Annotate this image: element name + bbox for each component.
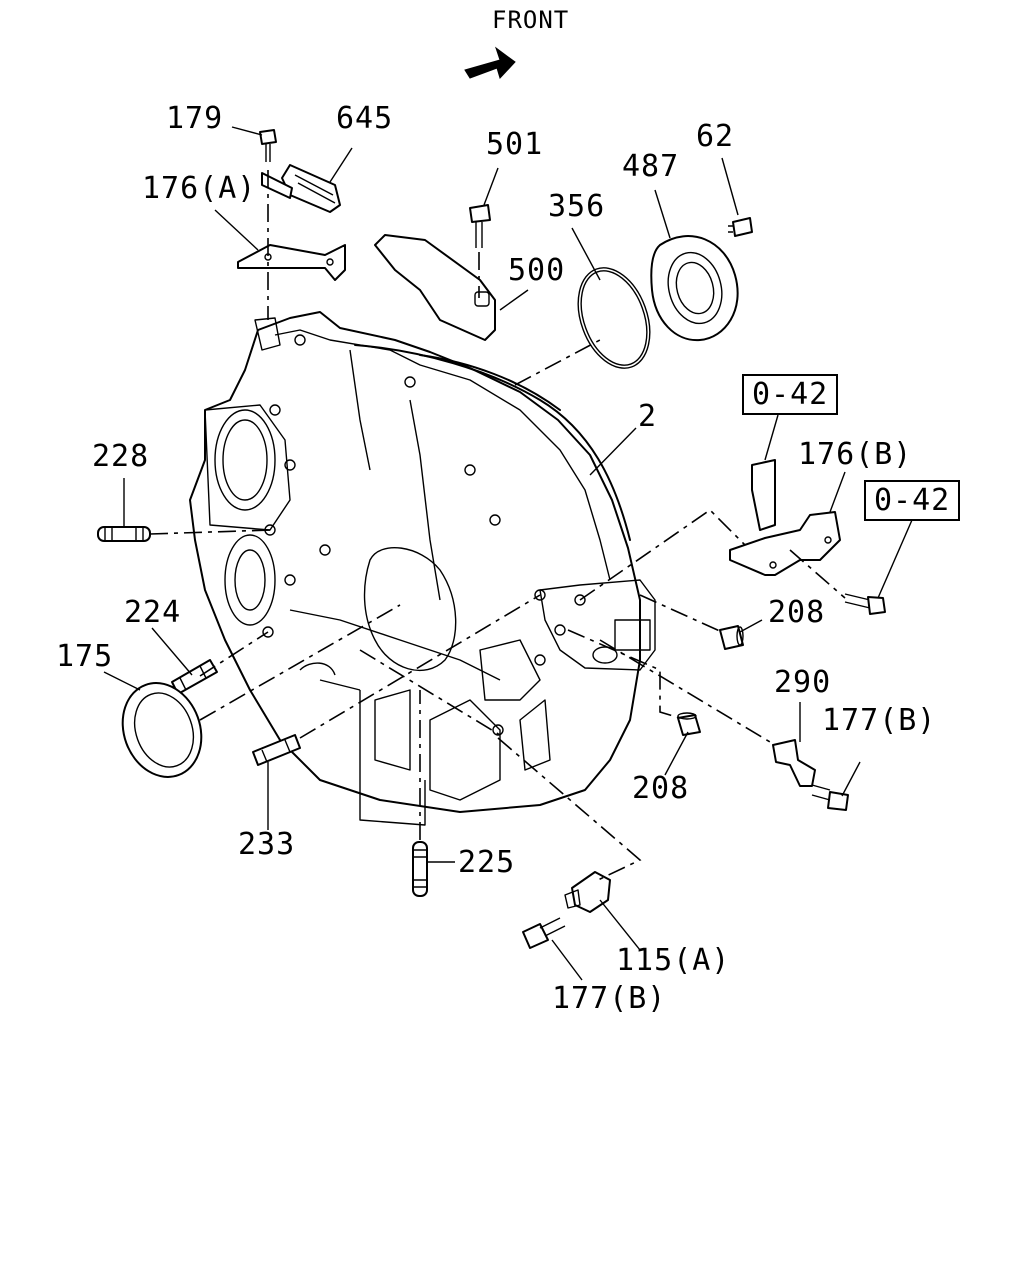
callout-290: 290 [774, 665, 832, 700]
stud-224 [171, 659, 218, 695]
callout-177b-lower: 177(B) [552, 981, 667, 1016]
front-label: FRONT [492, 6, 570, 34]
callout-115a: 115(A) [616, 943, 731, 978]
stud-225 [412, 841, 428, 897]
dowel-208-upper [719, 625, 744, 650]
bolt-177b-right [811, 784, 849, 811]
callout-177b-right: 177(B) [822, 703, 937, 738]
callout-208-lower: 208 [632, 771, 690, 806]
callout-356: 356 [548, 189, 606, 224]
stud-233 [252, 734, 301, 766]
bolt-179 [259, 129, 277, 162]
oil-seal-175 [121, 682, 203, 778]
front-arrow-icon [464, 46, 516, 79]
callout-233: 233 [238, 827, 296, 862]
callout-228: 228 [92, 439, 150, 474]
callout-501: 501 [486, 127, 544, 162]
callout-175: 175 [56, 639, 114, 674]
clamp-645 [281, 164, 341, 213]
callout-179: 179 [166, 101, 224, 136]
callout-2: 2 [638, 399, 658, 434]
callout-645: 645 [336, 101, 394, 136]
oring-356 [577, 267, 651, 369]
reference-box-0-42-upper: 0-42 [742, 374, 839, 415]
bracket-176b [729, 459, 841, 576]
bracket-500 [374, 234, 496, 341]
assembly-lines [149, 170, 846, 881]
sensor-115a [564, 871, 611, 913]
callout-208-upper: 208 [768, 595, 826, 630]
callout-500: 500 [508, 253, 566, 288]
callout-487: 487 [622, 149, 680, 184]
dowel-208-lower [677, 712, 701, 736]
callout-176a: 176(A) [142, 171, 257, 206]
bolt-501 [469, 204, 491, 248]
cover-487 [650, 235, 739, 342]
bracket-290 [772, 739, 816, 787]
bracket-176a [237, 172, 346, 281]
bolt-177b-lower [522, 917, 566, 949]
reference-box-0-42-lower: 0-42 [864, 480, 961, 521]
stud-228 [97, 526, 151, 542]
leader-lines [103, 126, 913, 981]
flywheel-housing [189, 311, 656, 826]
callout-62: 62 [696, 119, 735, 154]
callout-224: 224 [124, 595, 182, 630]
callout-176b: 176(B) [798, 437, 913, 472]
callout-225: 225 [458, 845, 516, 880]
bolt-62 [728, 217, 753, 237]
